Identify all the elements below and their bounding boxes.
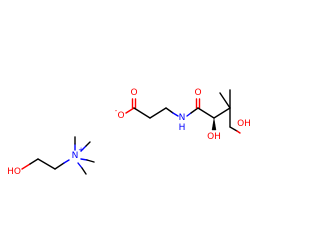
bond-c1-c2 xyxy=(37,158,56,170)
choline-nitrogen-charge: + xyxy=(78,146,84,154)
bond-carboxyl-c-ominus xyxy=(125,107,135,114)
bond-c1-c2 xyxy=(133,107,151,119)
choline-cation: HO N + xyxy=(7,136,95,177)
choline-hydroxyl-label: HO xyxy=(7,167,21,177)
bond-n-amide-c-nitrogen xyxy=(186,112,192,117)
carboxylate-oxygen-minus: O xyxy=(117,111,124,121)
bond-c2-n xyxy=(54,162,65,170)
bond-n-methyl-down xyxy=(81,167,87,175)
bond-n-amide-c xyxy=(190,107,199,114)
carboxylate-charge: - xyxy=(115,107,118,115)
bond-ho-c1-carbon xyxy=(29,158,39,165)
carboxylate-oxygen-top: O xyxy=(130,88,137,98)
choline-pantothenate-structure: HO N + xyxy=(7,88,250,177)
bond-ho-c1 xyxy=(21,163,31,170)
bond-ch2-oh-oxygen xyxy=(236,130,241,134)
amide-hydrogen-label: H xyxy=(179,123,186,133)
bond-n-methyl-ur xyxy=(85,141,91,147)
bond-cq-methyl-left xyxy=(219,92,231,109)
bond-c2-c3 xyxy=(149,107,167,119)
pantothenate-anion: O O - N H O OH OH xyxy=(115,88,250,142)
bond-amide-c-choh xyxy=(197,107,215,119)
bond-c3-n-nitrogen xyxy=(172,112,179,117)
bond-n-methyl-ur-n xyxy=(80,145,87,152)
bond-choh-cq xyxy=(213,107,231,119)
amide-nitrogen-label: N xyxy=(179,113,186,123)
secondary-hydroxyl-label: OH xyxy=(207,132,221,142)
wedge-choh-oh xyxy=(211,117,217,131)
bond-n-methyl-down-n xyxy=(77,162,83,169)
bond-c2-n-nitrogen xyxy=(63,159,70,164)
bond-ch2-oh xyxy=(229,126,238,132)
bond-c3-n xyxy=(165,107,174,114)
amide-oxygen-label: O xyxy=(194,88,201,98)
terminal-hydroxyl-label: OH xyxy=(237,119,250,129)
bond-n-methyl-right-n xyxy=(80,158,88,161)
structure-canvas: HO N + xyxy=(7,88,250,177)
bond-n-methyl-right xyxy=(86,159,95,163)
choline-nitrogen-label: N xyxy=(72,151,79,161)
